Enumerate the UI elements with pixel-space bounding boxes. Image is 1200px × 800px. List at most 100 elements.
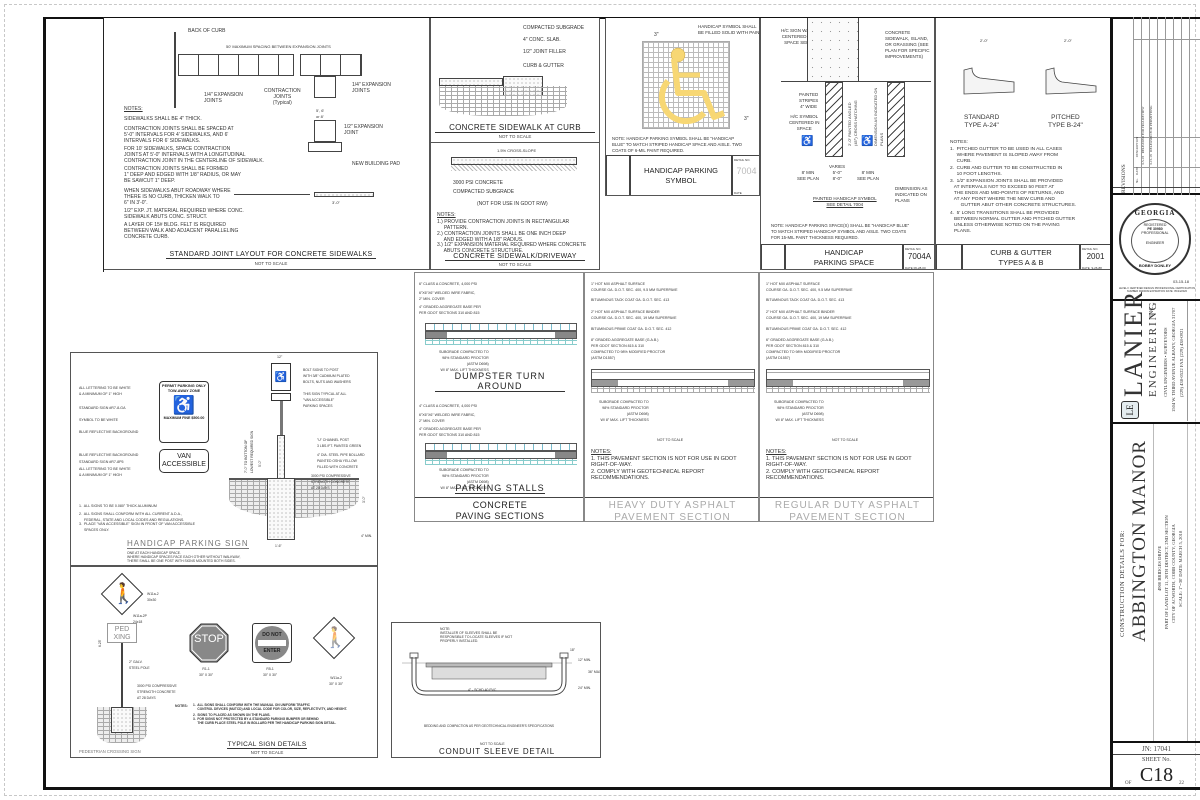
- col-description: DESCRIPTION: [1135, 136, 1139, 158]
- left-label-1: ALL LETTERING TO BE WHITE & A MINIMUM OF…: [79, 386, 131, 396]
- thickened-walk: [314, 192, 374, 197]
- dumpster-label-1: 6" CLASS A CONCRETE, 4,000 PSI: [419, 282, 478, 286]
- firm-logo: LE: [1121, 401, 1139, 419]
- note-1: 1. PITCHED GUTTER TO BE USED IN ALL CASE…: [950, 147, 1063, 164]
- sidewalk-plan-right: [300, 54, 362, 76]
- detail-no: 7004A: [907, 252, 932, 261]
- scale-date: SCALE: 1"=30' DATE: MARCH 5, 2018: [1178, 530, 1183, 607]
- layer-label-3: 2" HOT MIX ASPHALT SURFACE BINDER COURSE…: [766, 310, 852, 320]
- detail-no: 2001: [1086, 252, 1105, 261]
- notes-label: NOTES:: [175, 704, 188, 708]
- curb-line: [781, 81, 931, 82]
- stop-text: STOP: [194, 633, 224, 645]
- dim-2: 12" MIN.: [578, 658, 592, 662]
- bedding-label: BEDDING AND COMPACTION AS PER GEOTECHNIC…: [424, 724, 555, 728]
- layer-label-2: BITUMINOUS TACK COAT GA. D.O.T. SEC. 413: [766, 298, 845, 302]
- detail-title: STANDARD JOINT LAYOUT FOR CONCRETE SIDEW…: [166, 251, 376, 259]
- parking-subgrade-label: SUBGRADE COMPACTED TO 98% STANDARD PROCT…: [439, 468, 489, 490]
- title-cell-blank: [761, 244, 785, 269]
- label-varies: VARIES 5'-0" 8'-0": [829, 164, 846, 181]
- dne-bottom-text: ENTER: [263, 648, 281, 654]
- ped-title: PEDESTRIAN CROSSING SIGN: [79, 749, 141, 754]
- note-1: 1. THIS PAVEMENT SECTION IS NOT FOR USE …: [591, 456, 737, 468]
- dne-bar: [258, 640, 286, 646]
- permit-sign-text: PERMIT PARKING ONLY TOW-AWAY ZONE: [162, 384, 206, 393]
- detail-number-cell: DETAIL NO. 7004A DATE 06-28-00: [903, 244, 934, 270]
- detail-number-cell: DETAIL NO. 7004 DATE: [732, 155, 759, 195]
- pedestrian-icon-2: 🚶: [323, 627, 348, 649]
- dim-4: 24" MIN.: [578, 686, 592, 690]
- dim-depth: 3'-0": [362, 496, 366, 503]
- asphalt-layers: [766, 369, 930, 379]
- dumpster-base: [425, 331, 577, 339]
- revisions-table: REVISIONS 3-5-18 RELEASED FOR HOA REVIEW…: [1113, 17, 1200, 195]
- layer-label-4: BITUMINOUS PRIME COAT GA. D.O.T. SEC. 41…: [766, 327, 847, 331]
- detail-heavy-asphalt: 1" HOT MIX ASPHALT SURFACE COURSE GA. D.…: [584, 272, 759, 522]
- dumpster-subgrade: [425, 339, 577, 345]
- ped-xing-text: PED XING: [113, 626, 131, 641]
- left-label-2: STANDARD SIGN #R7-8-GA: [79, 406, 126, 410]
- stripe-left: [825, 82, 843, 157]
- label-cross-slope: 1.5% CROSS-SLOPE: [497, 148, 537, 153]
- label-compacted-subgrade: COMPACTED SUBGRADE: [523, 25, 585, 31]
- title-cell: HANDICAP PARKING SYMBOL: [630, 155, 732, 195]
- section-title: REGULAR DUTY ASPHALT PAVEMENT SECTION: [774, 500, 921, 522]
- label-building-pad: NEW BUILDING PAD: [352, 161, 400, 167]
- label-min-left: 8' MIN SEE PLAN: [797, 170, 820, 181]
- notes-header: NOTES:: [124, 106, 143, 112]
- dumpster-title: DUMPSTER TURN AROUND: [435, 371, 565, 392]
- ped-sign-code: W11a-2 30x30: [147, 592, 159, 602]
- building-pad: [308, 142, 342, 152]
- label-exp-joints-left: 1/4" EXPANSION JOINTS: [204, 92, 243, 104]
- detail-subtitle: ONE AT EACH HANDICAP SPACE. WHERE HANDIC…: [127, 551, 241, 563]
- of-label: OF: [1125, 781, 1132, 786]
- project-label: CONSTRUCTION DETAILS FOR:: [1119, 530, 1126, 637]
- rev-col-line: [1181, 17, 1182, 195]
- layer-label-5: 6" GRADED AGGREGATE BASE (G.A.B.) PER GD…: [766, 338, 841, 360]
- date: DATE 06-28-00: [905, 266, 926, 270]
- detail-sidewalk-joints: BACK OF CURB 50' MAXIMUM SPACING BETWEEN…: [104, 18, 430, 270]
- dim-bollard: 5'-0": [258, 460, 262, 467]
- label-conc-slab: 4" CONC. SLAB.: [523, 37, 561, 43]
- dumpster-subgrade-label: SUBGRADE COMPACTED TO 98% STANDARD PROCT…: [439, 350, 489, 372]
- note-2: 2. CURB AND GUTTER TO BE CONSTRUCTED IN …: [950, 166, 1063, 177]
- label-concrete: CONCRETE SIDEWALK, ISLAND, OR GRASSING (…: [885, 30, 930, 59]
- left-label-7: ALL LETTERING TO BE WHITE & A MINIMUM OF…: [79, 467, 131, 477]
- notes-header: NOTES:: [591, 449, 612, 455]
- right-label-4: 4" DIA. STEEL PIPE BOLLARD PAINTED OSHA …: [317, 453, 365, 469]
- rev-2-desc: RELEASED FOR PERMITTING: [1149, 105, 1153, 152]
- left-label-5: BLUE REFLECTIVE BACKGROUND: [79, 453, 139, 457]
- rev-row-1: 3-5-18 RELEASED FOR HOA REVIEW: [1141, 107, 1145, 165]
- detail-title: HANDICAP PARKING SYMBOL: [644, 166, 718, 185]
- detail-title: TYPICAL SIGN DETAILS: [227, 741, 307, 749]
- symbol-note: NOTE: HANDICAP PARKING SYMBOL SHALL BE "…: [612, 136, 742, 153]
- label-thicken-dim: 3'-0": [332, 200, 340, 205]
- note-4: CONTRACTION JOINTS SHALL BE FORMED 1" DE…: [124, 166, 241, 184]
- detail-no: 7004: [736, 166, 757, 176]
- notes-header: NOTES:: [766, 449, 787, 455]
- post-sign-top: ♿: [271, 363, 291, 391]
- note-7: A LAYER OF 15# BLDG. FELT IS REQUIRED BE…: [124, 222, 239, 240]
- dumpster-label-2: 6"X6"X6" WELDED WIRE FABRIC, 2" MIN. COV…: [419, 291, 476, 301]
- van-text: VAN ACCESSIBLE: [162, 453, 206, 468]
- detail-scale: NOT TO SCALE: [254, 261, 288, 266]
- note-3: 3.) 1/2" EXPANSION MATERIAL REQUIRED WHE…: [437, 242, 587, 254]
- label-pitched: PITCHED TYPE B-24": [1048, 114, 1083, 129]
- right-label-5: 3000 PSI COMPRESSIVE STRENGTH CONCRETE A…: [311, 474, 351, 490]
- label-standard: STANDARD TYPE A-24": [964, 114, 1000, 129]
- label-joint-filler: 1/2" JOINT FILLER: [523, 49, 566, 55]
- detail-no-label: DETAIL NO.: [905, 247, 922, 251]
- dne-code: R5-1 30" X 30": [263, 667, 278, 677]
- layer-label-4: BITUMINOUS PRIME COAT GA. D.O.T. SEC. 41…: [591, 327, 672, 331]
- revisions-header: REVISIONS: [1121, 164, 1127, 193]
- note-2: 2.) CONTRACTION JOINTS SHALL BE ONE INCH…: [437, 231, 567, 243]
- rev-1-date: 3-5-18: [1141, 155, 1145, 165]
- label-concrete: 3000 PSI CONCRETE: [453, 180, 504, 186]
- detail-scale: NOT TO SCALE: [250, 750, 284, 755]
- detail-no-label: DETAIL NO.: [1082, 247, 1099, 251]
- sign-pole: [121, 643, 123, 718]
- slab-section: [439, 78, 503, 86]
- rev-row-line: [1133, 167, 1200, 168]
- scale-label: NOT TO SCALE: [657, 438, 684, 442]
